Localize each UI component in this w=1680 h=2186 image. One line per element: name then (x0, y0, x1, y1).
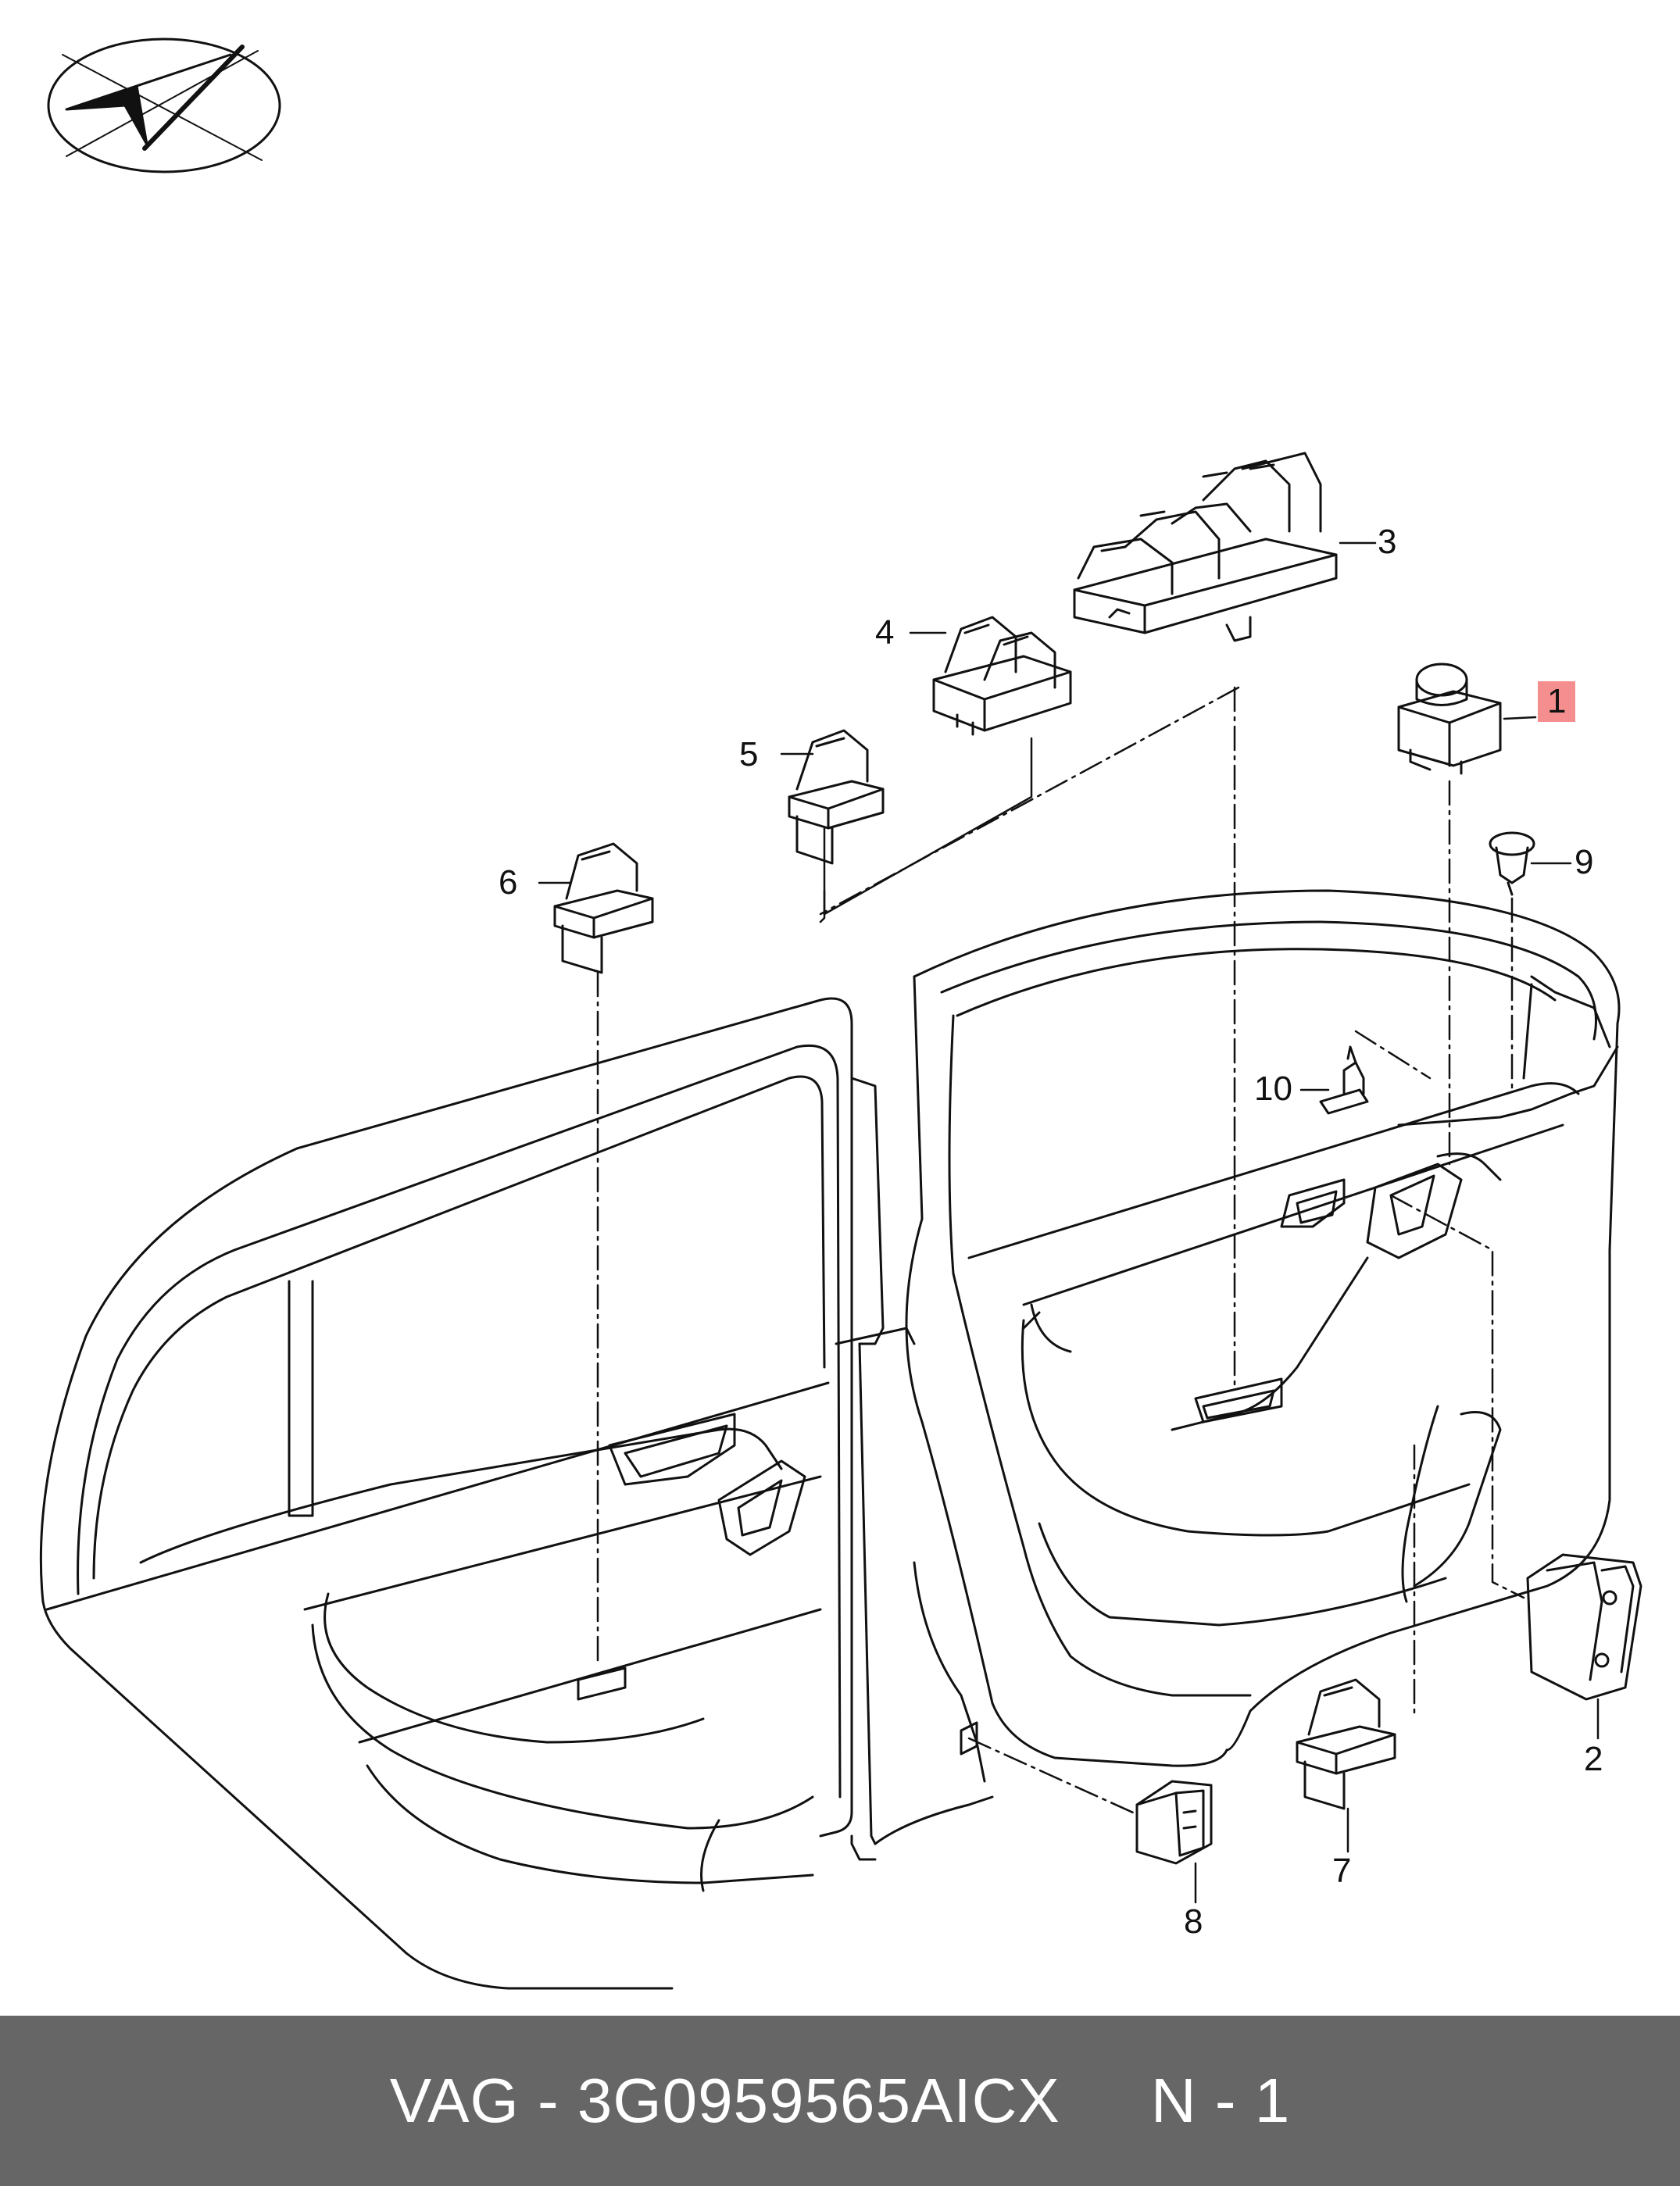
leader-lines (598, 688, 1524, 1813)
clip (1490, 833, 1534, 895)
callout-10[interactable]: 10 (1254, 1070, 1292, 1108)
master-window-switch (1074, 453, 1336, 641)
child-lock-switch (1137, 1781, 1211, 1863)
callout-8[interactable]: 8 (1184, 1902, 1203, 1941)
callout-3[interactable]: 3 (1378, 523, 1397, 561)
central-locking-switch (1528, 1555, 1641, 1699)
callout-ticks (539, 543, 1598, 1902)
part-number-text: VAG - 3G0959565AICX N - 1 (389, 2066, 1291, 2135)
single-window-switch-a (789, 730, 883, 863)
callout-7[interactable]: 7 (1332, 1852, 1352, 1890)
b-pillar (836, 1078, 992, 1844)
double-window-switch (934, 617, 1071, 734)
parts-diagram (0, 0, 1680, 2016)
part-number-footer: VAG - 3G0959565AICX N - 1 (0, 2016, 1680, 2186)
callout-5[interactable]: 5 (739, 735, 759, 773)
brand-logo-icon (48, 39, 280, 172)
callout-1[interactable]: 1 (1538, 681, 1576, 722)
front-door-panel (906, 891, 1619, 1781)
rear-door-panel (41, 998, 875, 1988)
retainer-clip (1321, 1047, 1367, 1113)
callout-2[interactable]: 2 (1584, 1740, 1603, 1778)
single-window-switch-b (555, 844, 652, 973)
callout-9[interactable]: 9 (1575, 843, 1594, 881)
callout-6[interactable]: 6 (499, 863, 518, 902)
mirror-adjust-switch (1399, 664, 1500, 773)
single-window-switch-c (1297, 1680, 1395, 1809)
callout-4[interactable]: 4 (875, 613, 895, 652)
